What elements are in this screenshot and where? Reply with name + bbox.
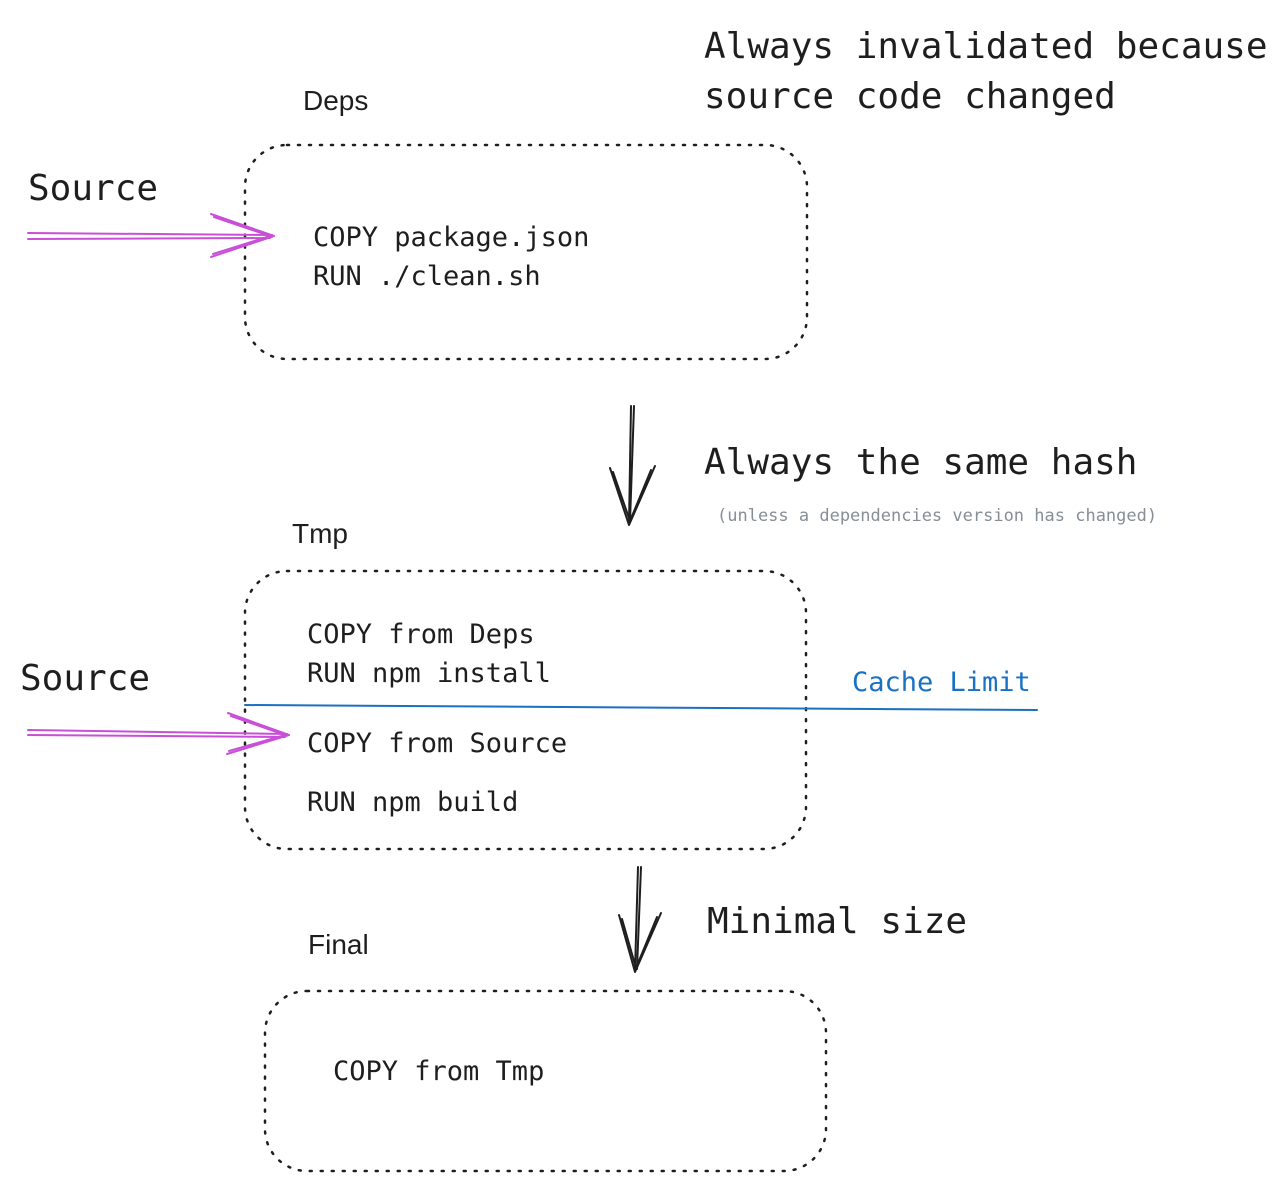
tmp-stage-box bbox=[243, 569, 808, 851]
source-arrow-middle bbox=[27, 712, 290, 755]
minimal-size-note: Minimal size bbox=[707, 901, 967, 942]
deps-line-2: RUN ./clean.sh bbox=[313, 261, 541, 292]
cache-limit-label: Cache Limit bbox=[852, 667, 1031, 698]
arrow-deps-to-tmp bbox=[609, 405, 656, 526]
tmp-stage-title: Tmp bbox=[292, 518, 348, 549]
final-line-1: COPY from Tmp bbox=[333, 1056, 544, 1087]
invalidated-note-line1: Always invalidated because bbox=[704, 26, 1268, 67]
tmp-line-3: COPY from Source bbox=[307, 728, 567, 759]
deps-stage-box bbox=[243, 143, 809, 361]
tmp-line-2: RUN npm install bbox=[307, 658, 551, 689]
tmp-line-1: COPY from Deps bbox=[307, 619, 535, 650]
source-arrow-top bbox=[27, 213, 275, 258]
cache-limit-line bbox=[244, 704, 1038, 711]
tmp-line-4: RUN npm build bbox=[307, 787, 518, 818]
invalidated-note-line2: source code changed bbox=[704, 76, 1116, 117]
same-hash-subnote: (unless a dependencies version has chang… bbox=[717, 506, 1157, 526]
arrow-tmp-to-final bbox=[618, 866, 662, 973]
deps-line-1: COPY package.json bbox=[313, 222, 589, 253]
same-hash-note: Always the same hash bbox=[704, 442, 1137, 483]
source-label-top: Source bbox=[28, 168, 158, 209]
final-stage-title: Final bbox=[308, 929, 369, 960]
deps-stage-title: Deps bbox=[303, 85, 368, 116]
source-label-middle: Source bbox=[20, 658, 150, 699]
